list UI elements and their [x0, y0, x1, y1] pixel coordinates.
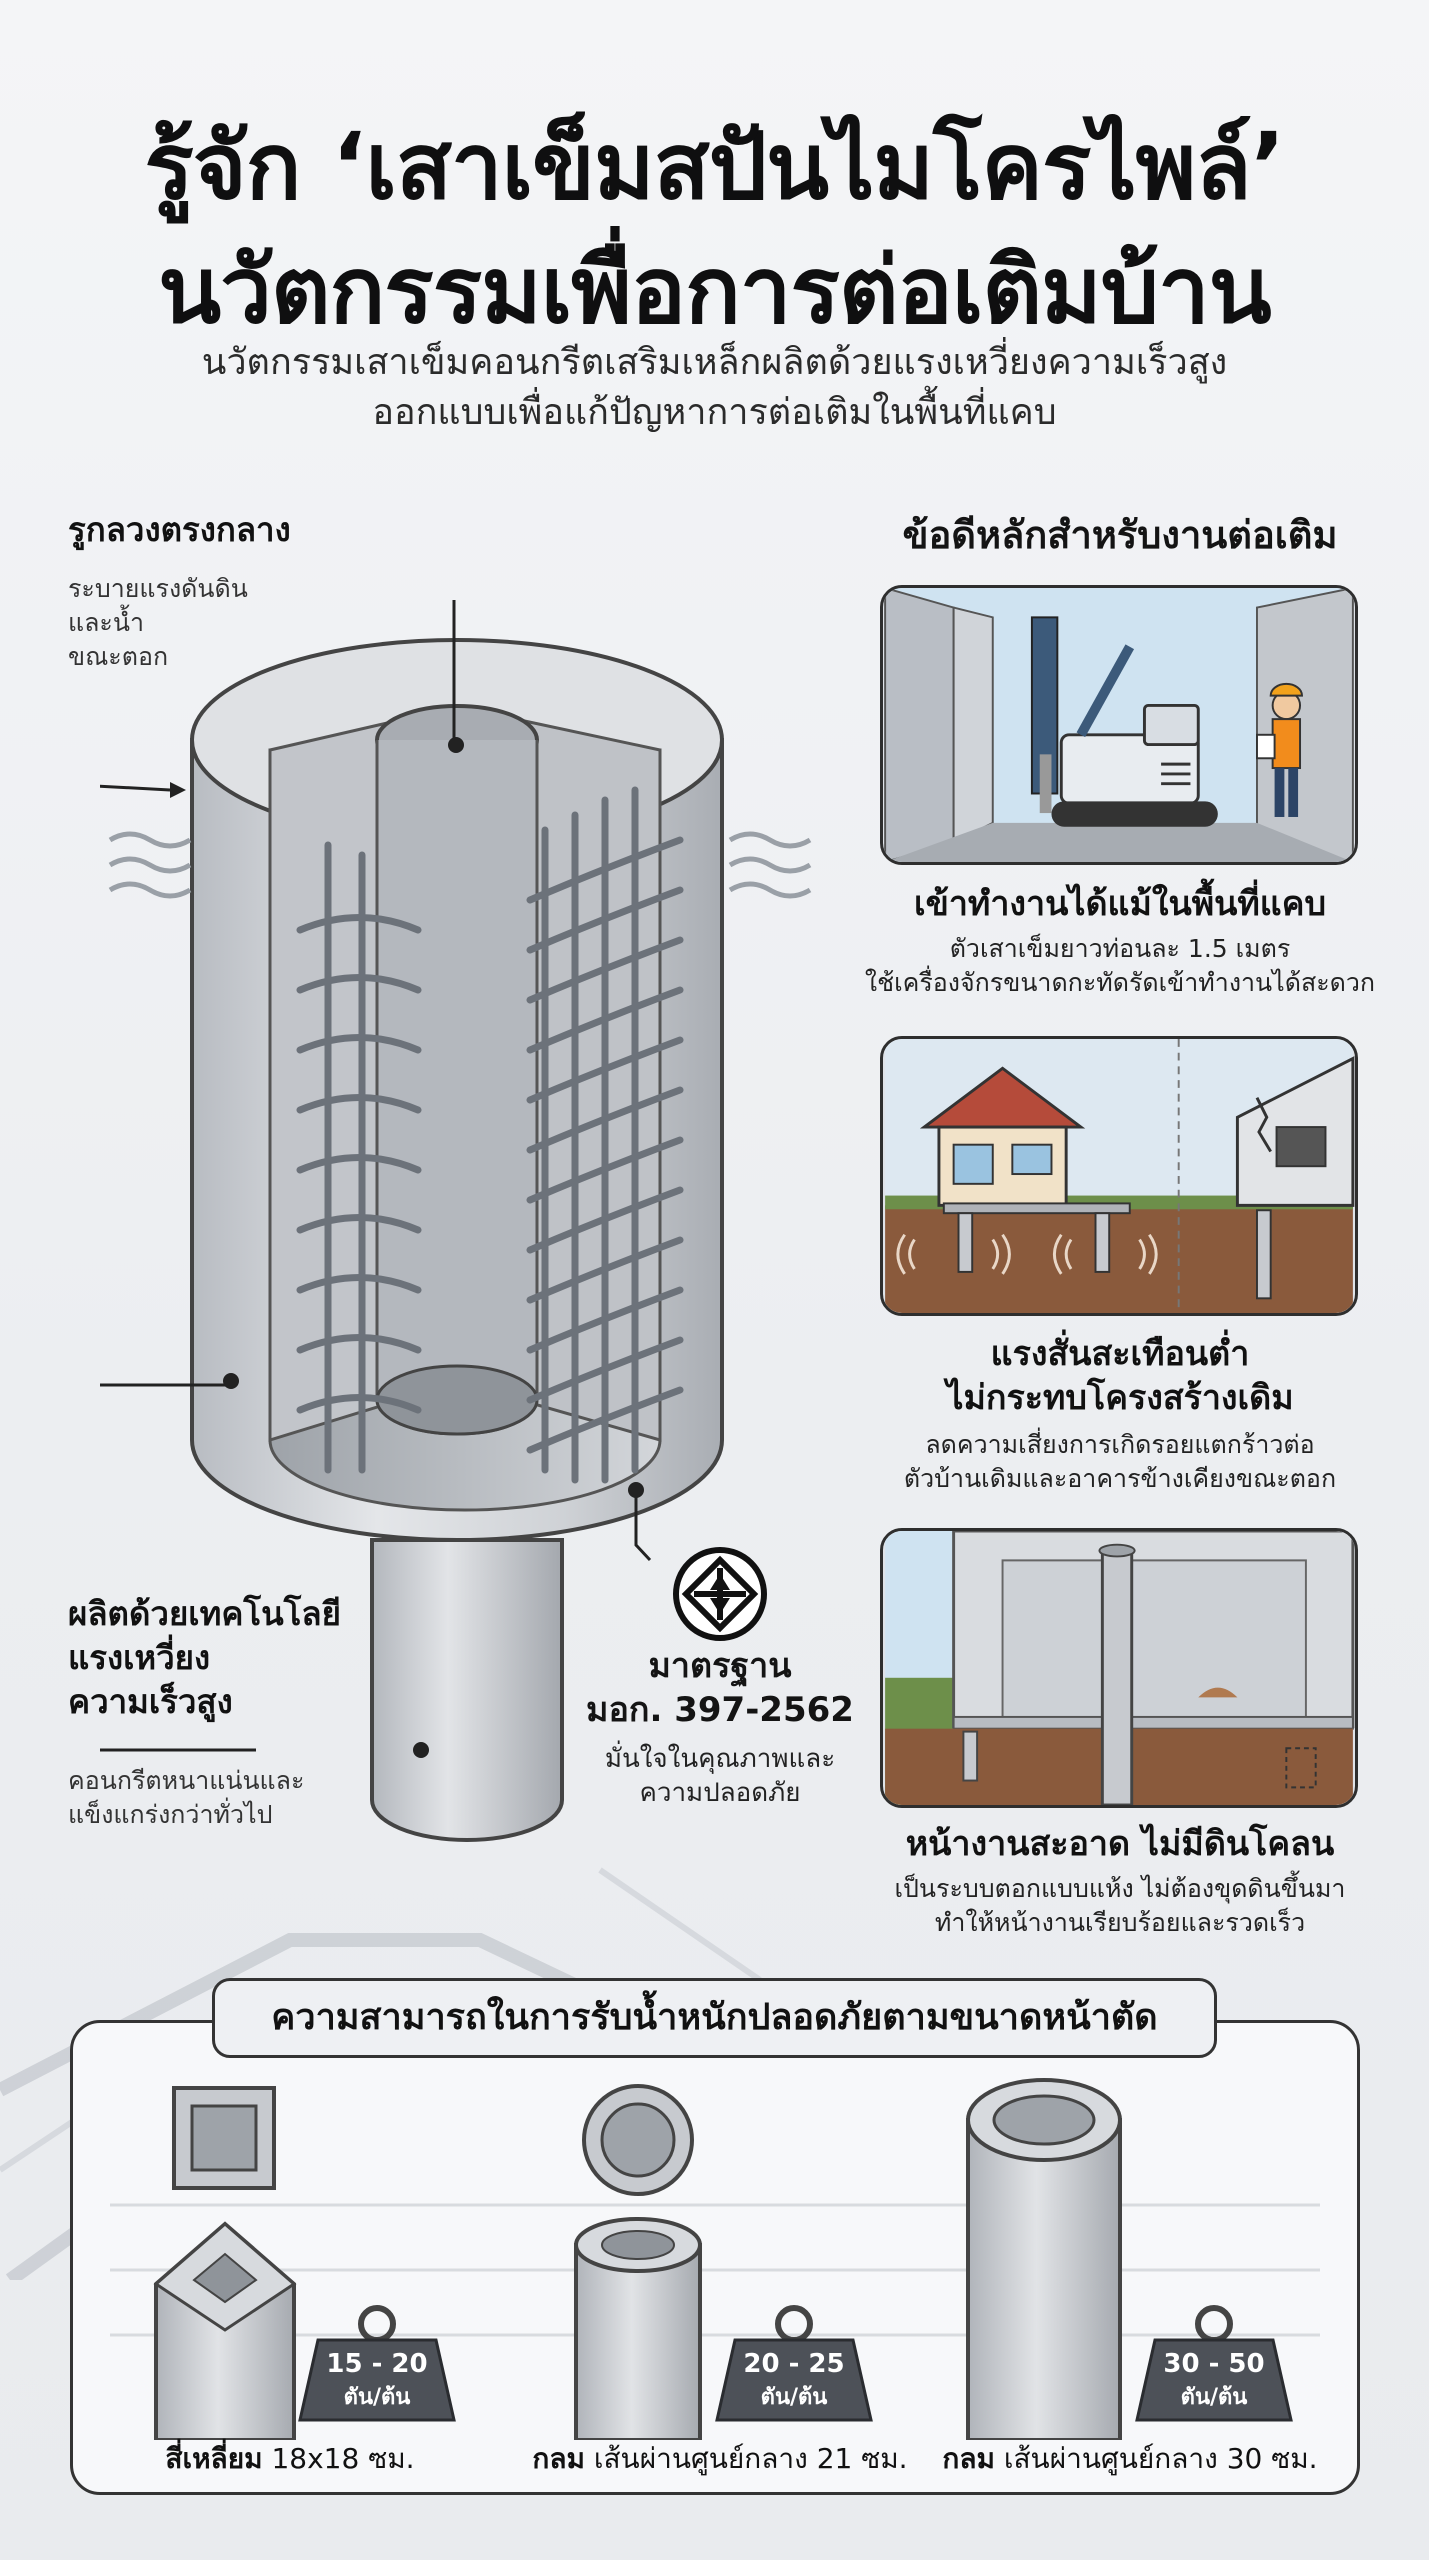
spin-tech-title-line3: ความเร็วสูง	[68, 1682, 233, 1721]
round-pile-21-icon	[574, 2084, 702, 2440]
benefit-2-text: ลดความเสี่ยงการเกิดรอยแตกร้าวต่อ ตัวบ้าน…	[860, 1428, 1380, 1496]
standard-description: มั่นใจในคุณภาพและ ความปลอดภัย	[560, 1742, 880, 1810]
low-vibration-illustration	[885, 1039, 1355, 1313]
square-pile-icon	[153, 2086, 297, 2440]
weight-3-unit: ตัน/ต้น	[1181, 2385, 1248, 2410]
page-title-line1: รู้จัก ‘เสาเข็มสปันไมโครไพล์’	[144, 113, 1285, 220]
benefit-2-text-line1: ลดความเสี่ยงการเกิดรอยแตกร้าวต่อ	[925, 1430, 1315, 1459]
standard-code: มอก. 397-2562	[586, 1690, 854, 1730]
spin-tech-text-line2: แข็งแกร่งกว่าทั่วไป	[68, 1800, 273, 1829]
page-title-line2: นวัตกรรมเพื่อการต่อเติมบ้าน	[158, 237, 1271, 344]
weight-icon-2: 20 - 25 ตัน/ต้น	[715, 2305, 873, 2422]
tis-standard-logo-icon	[673, 1547, 767, 1641]
benefit-1-text-line2: ใช้เครื่องจักรขนาดกะทัดรัดเข้าทำงานได้สะ…	[864, 968, 1376, 997]
weight-3-load: 30 - 50	[1163, 2349, 1264, 2379]
capacity-label-3: กลม เส้นผ่านศูนย์กลาง 30 ซม.	[920, 2440, 1340, 2478]
capacity-label-1: สี่เหลี่ยม 18x18 ซม.	[120, 2440, 460, 2478]
benefit-3-text: เป็นระบบตอกแบบแห้ง ไม่ต้องขุดดินขึ้นมา ท…	[860, 1872, 1380, 1940]
capacity-illustrations: 15 - 20 ตัน/ต้น 20 - 25 ตัน/ต้น 30 - 50 …	[110, 2078, 1320, 2440]
page-subtitle: นวัตกรรมเสาเข็มคอนกรีตเสริมเหล็กผลิตด้วย…	[60, 338, 1369, 438]
spin-tech-title: ผลิตด้วยเทคโนโลยี แรงเหวี่ยง ความเร็วสูง	[68, 1592, 341, 1724]
benefit-2-title-line1: แรงสั่นสะเทือนต่ำ	[990, 1334, 1250, 1374]
capacity-label-3-size: เส้นผ่านศูนย์กลาง 30 ซม.	[1003, 2442, 1318, 2475]
spin-tech-text: คอนกรีตหนาแน่นและ แข็งแกร่งกว่าทั่วไป	[68, 1764, 304, 1832]
spin-tech-title-line1: ผลิตด้วยเทคโนโลยี	[68, 1594, 341, 1633]
capacity-label-1-shape: สี่เหลี่ยม	[165, 2442, 263, 2475]
compact-rig-illustration	[884, 588, 1354, 862]
hollow-core-text-line3: ขณะตอก	[68, 642, 169, 671]
round-pile-30-icon	[966, 2078, 1122, 2440]
pile-cross-section	[190, 638, 724, 1542]
benefit-2-title: แรงสั่นสะเทือนต่ำ ไม่กระทบโครงสร้างเดิม	[860, 1332, 1380, 1420]
capacity-label-1-size: 18x18 ซม.	[271, 2442, 415, 2475]
weight-icon-1: 15 - 20 ตัน/ต้น	[298, 2305, 456, 2422]
standard-description-line1: มั่นใจในคุณภาพและ	[604, 1744, 836, 1774]
hollow-core-text-line1: ระบายแรงดันดิน	[68, 574, 248, 603]
subtitle-line2: ออกแบบเพื่อแก้ปัญหาการต่อเติมในพื้นที่แค…	[372, 392, 1057, 433]
benefit-2-text-line2: ตัวบ้านเดิมและอาคารข้างเคียงขณะตอก	[903, 1464, 1337, 1493]
rebar-left	[296, 841, 422, 1474]
benefit-3-text-line1: เป็นระบบตอกแบบแห้ง ไม่ต้องขุดดินขึ้นมา	[894, 1874, 1346, 1903]
capacity-label-2-shape: กลม	[532, 2442, 585, 2475]
clean-site-illustration	[885, 1531, 1355, 1805]
benefit-3-title: หน้างานสะอาด ไม่มีดินโคลน	[905, 1824, 1335, 1864]
rebar-right	[526, 786, 684, 1484]
capacity-label-2: กลม เส้นผ่านศูนย์กลาง 21 ซม.	[500, 2440, 940, 2478]
hollow-core-text-line2: และน้ำ	[68, 608, 144, 637]
benefit-1-text: ตัวเสาเข็มยาวท่อนละ 1.5 เมตร ใช้เครื่องจ…	[860, 932, 1380, 1000]
capacity-heading: ความสามารถในการรับน้ำหนักปลอดภัยตามขนาดห…	[212, 1978, 1217, 2058]
capacity-label-3-shape: กลม	[942, 2442, 995, 2475]
hollow-core-title: รูกลวงตรงกลาง	[68, 510, 291, 549]
spin-tech-text-line1: คอนกรีตหนาแน่นและ	[68, 1766, 305, 1795]
spin-tech-title-line2: แรงเหวี่ยง	[68, 1638, 211, 1677]
benefits-heading: ข้อดีหลักสำหรับงานต่อเติม	[902, 513, 1338, 557]
weight-1-unit: ตัน/ต้น	[344, 2385, 411, 2410]
standard-description-line2: ความปลอดภัย	[639, 1778, 801, 1808]
weight-2-load: 20 - 25	[743, 2349, 844, 2379]
benefit-panel-low-vibration	[880, 1036, 1358, 1316]
pressure-waves	[108, 831, 812, 899]
standard-title: มาตรฐาน	[648, 1646, 792, 1686]
benefit-1-title: เข้าทำงานได้แม้ในพื้นที่แคบ	[913, 884, 1327, 924]
pile-illustration	[100, 600, 812, 1842]
weight-2-unit: ตัน/ต้น	[761, 2385, 828, 2410]
capacity-label-2-size: เส้นผ่านศูนย์กลาง 21 ซม.	[593, 2442, 908, 2475]
benefit-1-text-line1: ตัวเสาเข็มยาวท่อนละ 1.5 เมตร	[949, 934, 1291, 963]
benefit-panel-clean-site	[880, 1528, 1358, 1808]
benefit-panel-narrow-space	[880, 585, 1358, 865]
pile-shaft	[370, 1538, 564, 1842]
weight-icon-3: 30 - 50 ตัน/ต้น	[1135, 2305, 1293, 2422]
subtitle-line1: นวัตกรรมเสาเข็มคอนกรีตเสริมเหล็กผลิตด้วย…	[201, 342, 1228, 383]
benefit-3-text-line2: ทำให้หน้างานเรียบร้อยและรวดเร็ว	[934, 1908, 1306, 1937]
benefit-2-title-line2: ไม่กระทบโครงสร้างเดิม	[946, 1378, 1294, 1418]
hollow-core-text: ระบายแรงดันดิน และน้ำ ขณะตอก	[68, 572, 248, 674]
weight-1-load: 15 - 20	[326, 2349, 427, 2379]
